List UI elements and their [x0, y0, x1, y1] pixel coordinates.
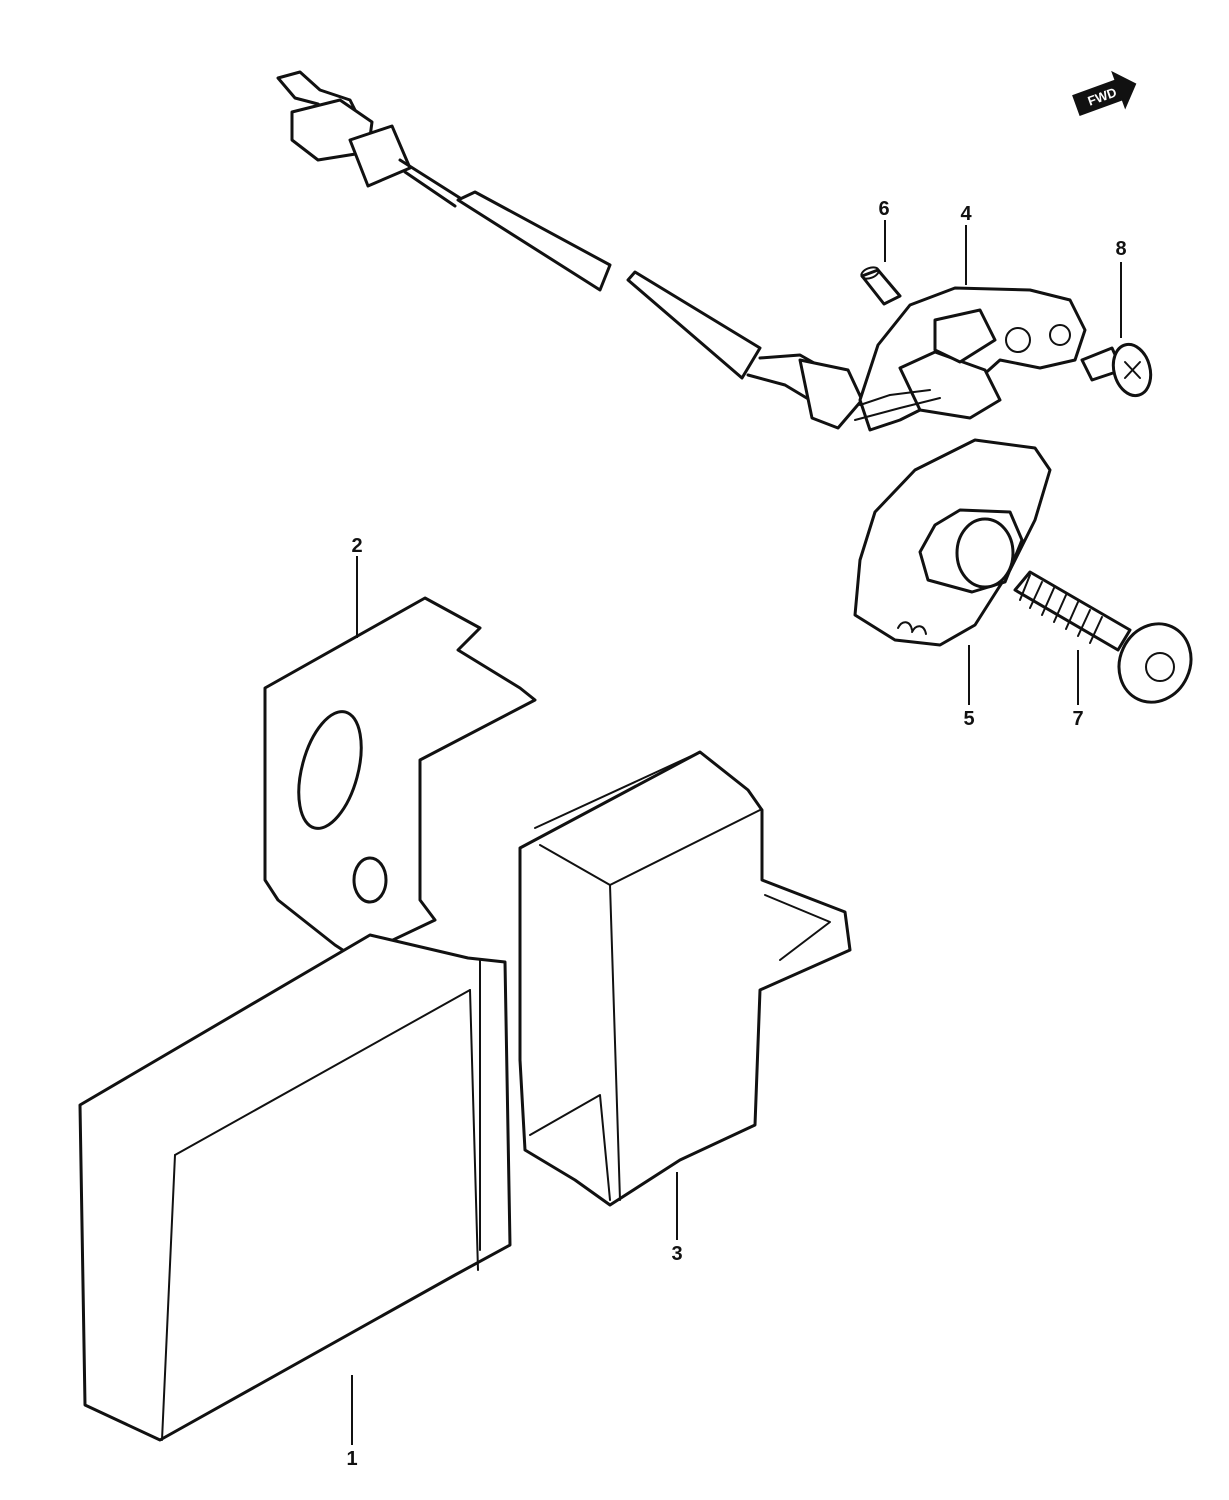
- callout-7: 7: [1072, 708, 1083, 730]
- callout-5: 5: [963, 708, 974, 730]
- dowel-pin: [860, 266, 902, 306]
- callout-4: 4: [960, 203, 972, 225]
- pickup-coil-assembly: [854, 286, 1087, 432]
- ignitor-unit: [78, 933, 512, 1442]
- socket-head-bolt: [1013, 570, 1193, 704]
- callout-6: 6: [878, 198, 889, 220]
- callout-8: 8: [1115, 238, 1126, 260]
- signal-rotor: [853, 438, 1052, 647]
- callout-2: 2: [351, 535, 362, 557]
- callout-3: 3: [671, 1243, 682, 1265]
- mounting-bracket: [263, 596, 537, 960]
- screw: [1080, 342, 1153, 398]
- forward-arrow-icon: FWD: [1072, 70, 1137, 116]
- wire-harness: [276, 70, 864, 430]
- callout-1: 1: [346, 1448, 357, 1470]
- rubber-case: [518, 750, 852, 1207]
